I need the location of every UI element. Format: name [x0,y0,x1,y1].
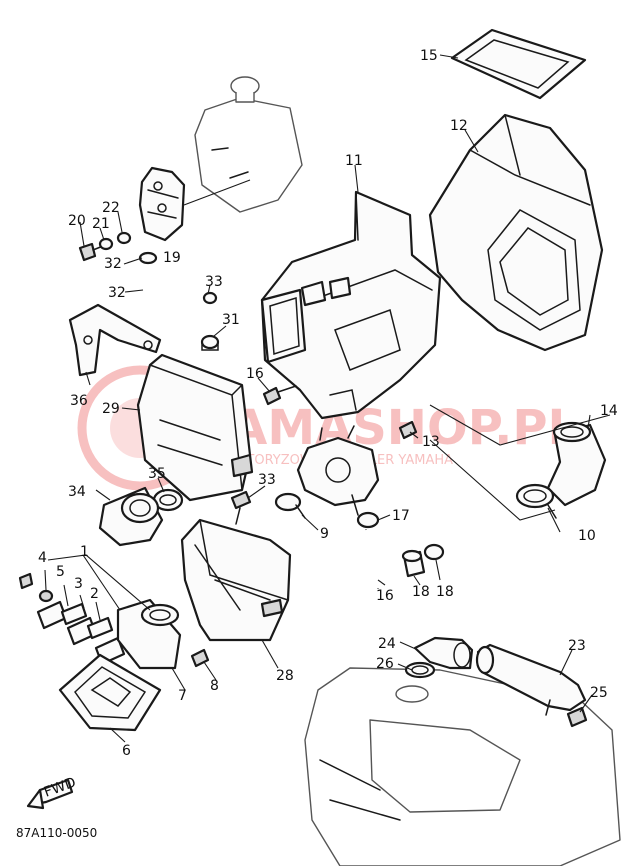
part-21-bolt [78,242,109,262]
callout-29: 28 [276,668,294,684]
part-22-washer [98,237,114,251]
oil-tank-ghost [194,76,303,213]
callout-16: 16 [246,366,264,382]
callout-32-b: 33 [205,274,223,290]
callout-21: 20 [68,213,86,229]
fuel-tank-ghost [304,667,621,866]
part-15-cover-gasket [450,28,587,100]
leader-connector-10 [429,404,611,521]
part-33-bolt [230,490,252,525]
callout-26: 25 [590,685,608,701]
callout-8: 8 [210,678,219,694]
part-2-reed [60,602,114,640]
part-14-joint [546,421,607,507]
callout-31: 32 [108,285,126,301]
part-31-oil-hose [143,261,212,322]
part-26-bolt [566,706,588,728]
callout-10: 10 [578,528,596,544]
callout-25: 24 [378,636,396,652]
part-9-clamp [274,492,306,519]
callout-19: 18 [412,584,430,600]
callout-18: 17 [392,508,410,524]
part-20-oil-pump [138,166,251,242]
callout-1: 1 [80,544,89,560]
part-17-hose [363,529,381,589]
callout-3: 3 [74,576,83,592]
part-25-elbow [413,636,474,670]
part-4-screw [18,572,34,590]
part-10-clamp [515,483,557,519]
part-11-air-cleaner-body [260,190,442,420]
callout-32: 32 [104,256,122,272]
part-18-clamp-b [423,543,445,561]
leader-lines [44,54,593,743]
part-36-bracket [68,303,162,377]
callout-35: 35 [148,466,166,482]
callout-33: 33 [258,472,276,488]
part-32-hose-clip-b [202,291,218,305]
callout-28: 29 [102,401,120,417]
callout-labels: 15 12 11 20 21 22 19 32 33 32 31 36 29 1… [38,48,618,759]
callout-13: 13 [422,434,440,450]
callout-24: 23 [568,638,586,654]
callout-20: 19 [163,250,181,266]
part-7-intake-manifold [116,598,182,670]
callout-7: 7 [178,688,187,704]
part-29-lower-case [180,518,292,642]
callout-18-b: 18 [436,584,454,600]
part-18-clamp [356,511,380,529]
callout-2: 2 [90,586,99,602]
callout-11: 11 [345,153,363,169]
callout-34: 34 [68,484,86,500]
carburetor [296,425,380,516]
callout-17: 16 [376,588,394,604]
callout-14: 14 [600,403,618,419]
part-28-duct-box [136,353,254,502]
callout-23: 22 [102,200,120,216]
callout-27: 26 [376,656,394,672]
callout-22: 21 [92,216,110,232]
part-16-bolt [262,385,297,406]
callout-9: 9 [320,526,329,542]
part-19-cap [401,549,426,578]
callout-30: 31 [222,312,240,328]
diagram-code: 87A110-0050 [16,826,98,840]
part-32-hose-clip [138,251,158,265]
callout-4: 4 [38,550,47,566]
part-23-washer [116,231,132,245]
fwd-arrow-icon: FWD [26,775,78,810]
part-34-joint [98,486,164,547]
watermark-brand: YAMASHOP.PL [199,400,578,456]
callout-36: 36 [70,393,88,409]
part-12-airbox-case [428,113,604,352]
callout-15: 15 [420,48,438,64]
part-24-duct [475,643,587,716]
part-30-grommet [200,334,220,351]
callout-12: 12 [450,118,468,134]
callout-5: 5 [56,564,65,580]
part-27-gasket [404,661,436,679]
part-5-washer [38,589,54,603]
callout-6: 6 [122,743,131,759]
part-6-reed-valve-gasket [58,653,162,732]
